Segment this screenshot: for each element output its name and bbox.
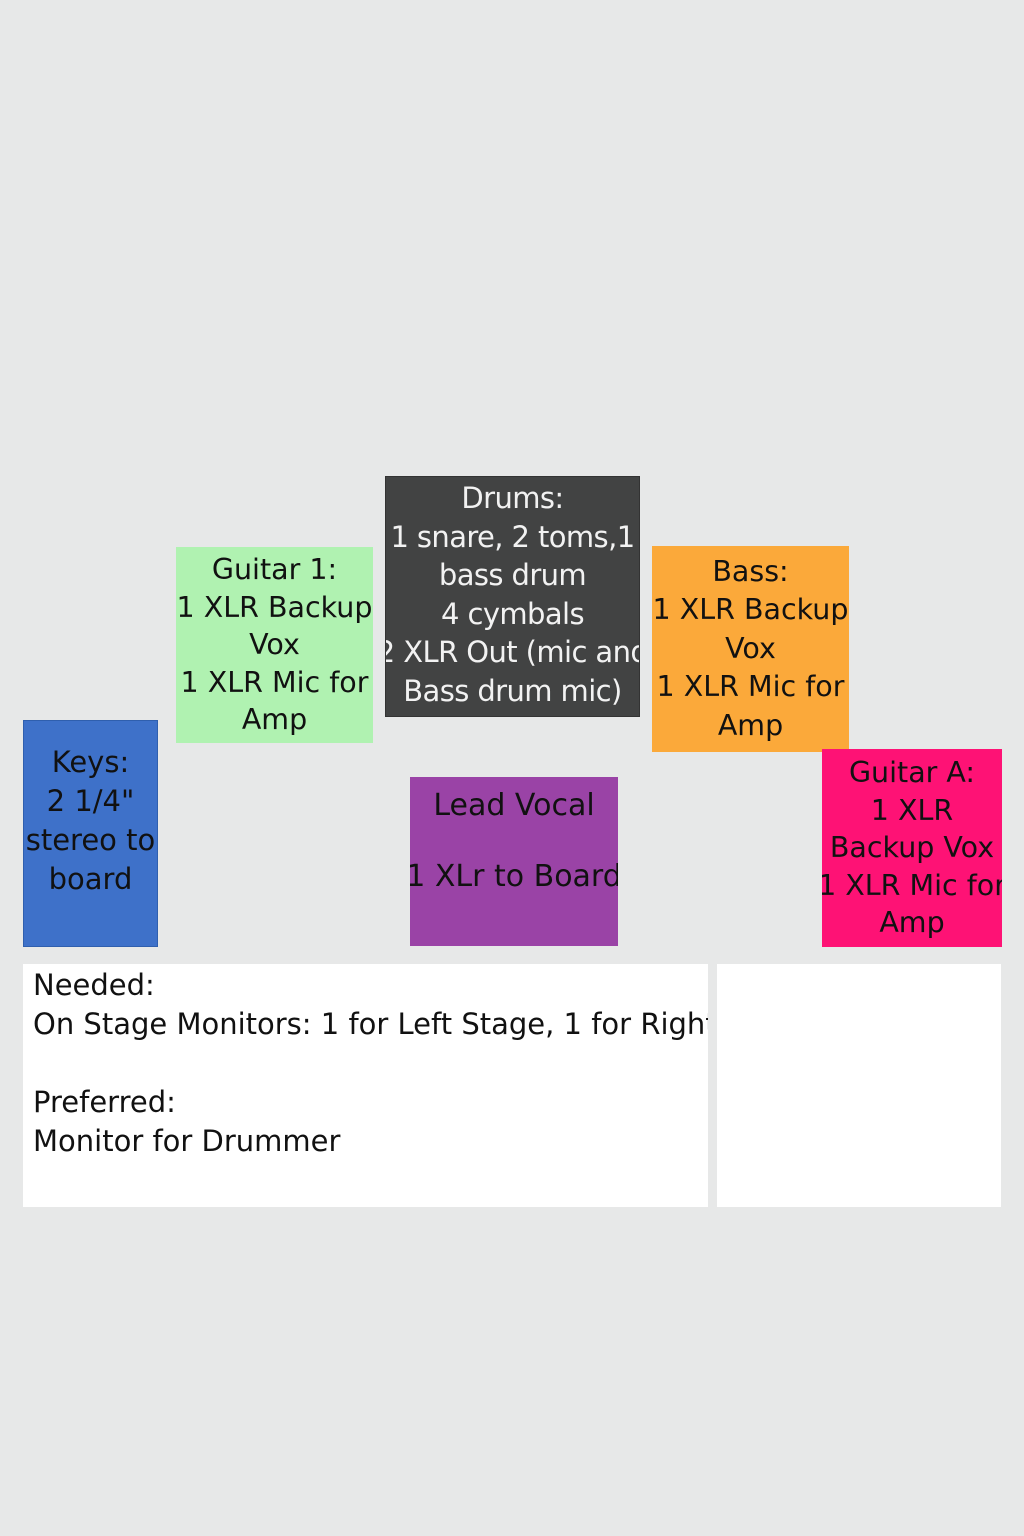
- keys-title: Keys:: [51, 745, 130, 779]
- lead-vocal-box: Lead Vocal 1 XLr to Board: [410, 777, 618, 946]
- spacer: [33, 1044, 708, 1083]
- bass-line: 1 XLR Mic for: [656, 670, 845, 704]
- guitar-1-line: 1 XLR Backup: [176, 590, 373, 624]
- drums-line: Bass drum mic): [403, 673, 622, 708]
- guitar-1-line: Amp: [241, 703, 308, 737]
- needed-label: Needed:: [33, 968, 155, 1002]
- guitar-a-line: Amp: [879, 906, 945, 940]
- lead-vocal-title: Lead Vocal: [433, 788, 595, 823]
- guitar-a-line: Backup Vox: [829, 831, 995, 865]
- keys-box: Keys: 2 1/4" stereo to board: [23, 720, 158, 947]
- lead-vocal-detail: 1 XLr to Board: [410, 859, 618, 894]
- drums-title: Drums:: [461, 481, 564, 515]
- needed-text: On Stage Monitors: 1 for Left Stage, 1 f…: [33, 1007, 708, 1041]
- bass-line: Vox: [725, 631, 776, 665]
- guitar-a-title: Guitar A:: [848, 756, 976, 790]
- guitar-1-line: Vox: [249, 628, 300, 662]
- guitar-a-line: 1 XLR: [870, 793, 954, 827]
- bass-line: Amp: [717, 708, 784, 742]
- drums-line: 2 XLR Out (mic and: [385, 635, 640, 669]
- bass-title: Bass:: [712, 554, 789, 588]
- bass-box: Bass: 1 XLR Backup Vox 1 XLR Mic for Amp: [652, 546, 849, 752]
- guitar-1-box: Guitar 1: 1 XLR Backup Vox 1 XLR Mic for…: [176, 547, 373, 743]
- keys-line: board: [48, 862, 133, 896]
- guitar-1-line: 1 XLR Mic for: [180, 665, 369, 699]
- drums-line: 4 cymbals: [441, 596, 585, 631]
- bass-line: 1 XLR Backup: [652, 593, 849, 627]
- drums-line: 1 snare, 2 toms,1: [390, 519, 635, 554]
- preferred-label: Preferred:: [33, 1085, 176, 1119]
- guitar-a-line: 1 XLR Mic for: [822, 868, 1002, 902]
- blank-side-panel: [717, 964, 1001, 1207]
- guitar-a-box: Guitar A: 1 XLR Backup Vox 1 XLR Mic for…: [822, 749, 1002, 947]
- drums-line: bass drum: [438, 558, 587, 592]
- drums-box: Drums: 1 snare, 2 toms,1 bass drum 4 cym…: [385, 476, 640, 717]
- guitar-1-title: Guitar 1:: [211, 553, 338, 587]
- requirements-notes: Needed: On Stage Monitors: 1 for Left St…: [23, 964, 708, 1207]
- keys-line: stereo to: [25, 823, 156, 857]
- preferred-text: Monitor for Drummer: [33, 1124, 341, 1158]
- keys-line: 2 1/4": [46, 784, 135, 818]
